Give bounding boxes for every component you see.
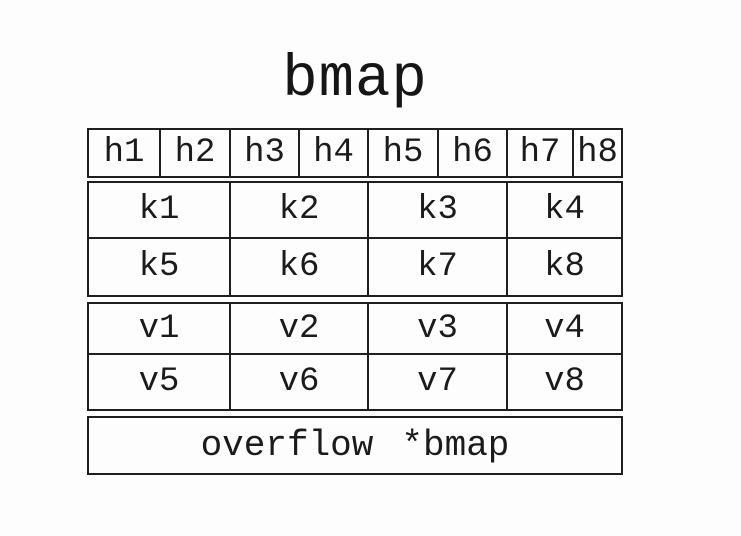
key-cell: k8 [506, 237, 621, 295]
overflow-row: overflow *bmap [87, 416, 623, 475]
key-cell: k4 [506, 183, 621, 237]
key-cell: k1 [138, 191, 180, 229]
key-cell: k6 [229, 237, 367, 295]
key-cell: k5 [89, 237, 229, 295]
diagram-title: bmap [282, 45, 428, 113]
key-cell: k7 [367, 237, 506, 295]
value-cell: v4 [506, 304, 621, 353]
key-cell: k2 [229, 183, 367, 237]
value-cell: v7 [367, 353, 506, 409]
overflow-field-type: *bmap [401, 425, 510, 466]
overflow-cell: overflow *bmap [89, 418, 621, 473]
value-cell: v1 [138, 309, 180, 348]
tophash-cell: h8 [572, 130, 621, 176]
tophash-cell: h1 [103, 134, 145, 172]
tophash-cell: h6 [437, 130, 506, 176]
tophash-row: h1 h2 h3 h4 h5 h6 h7 h8 [87, 128, 623, 178]
tophash-cell: h4 [298, 130, 367, 176]
keys-block: k1 k2 k3 k4 k5 k6 k7 k8 [87, 181, 623, 297]
tophash-cell: h3 [229, 130, 298, 176]
value-cell: v5 [89, 353, 229, 409]
key-cell: k3 [367, 183, 506, 237]
values-block: v1 v2 v3 v4 v5 v6 v7 v8 [87, 302, 623, 411]
tophash-cell: h2 [159, 130, 229, 176]
value-cell: v6 [229, 353, 367, 409]
value-cell: v8 [506, 353, 621, 409]
tophash-cell: h7 [506, 130, 572, 176]
overflow-field-name: overflow [200, 425, 374, 466]
tophash-cell: h5 [367, 130, 437, 176]
value-cell: v3 [367, 304, 506, 353]
value-cell: v2 [229, 304, 367, 353]
